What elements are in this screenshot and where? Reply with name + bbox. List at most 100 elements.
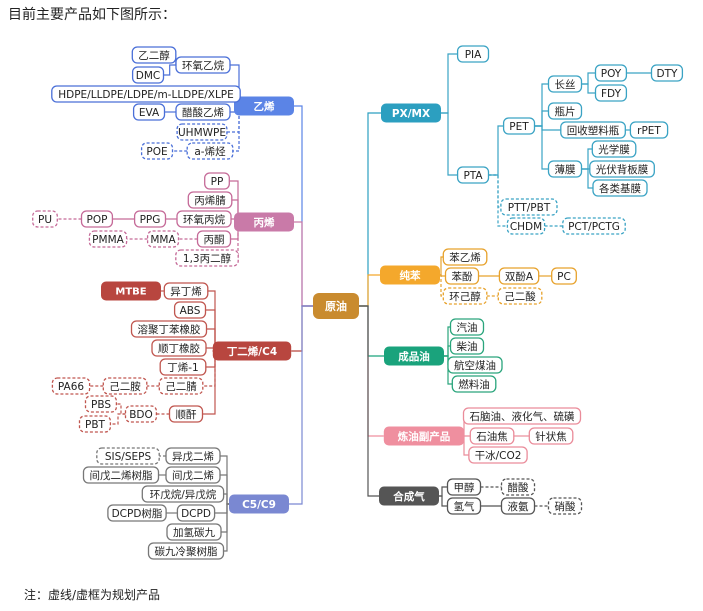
node-x_base: 各类基膜: [592, 179, 648, 197]
node-s_h2: 氢气: [446, 497, 482, 515]
node-propylene: 丙烯: [234, 212, 294, 232]
node-p_pdo: 1,3丙二醇: [175, 249, 239, 267]
node-s_nitric: 硝酸: [547, 497, 583, 515]
node-x_pvback: 光伏背板膜: [589, 160, 655, 178]
label-y_dryice: 干冰/CO2: [475, 449, 522, 462]
label-syngas: 合成气: [392, 490, 425, 503]
link-x_pta-x_chdm: [488, 174, 508, 227]
link-syngas-s_h2: [439, 495, 448, 507]
label-e_eg: 乙二醇: [138, 49, 170, 62]
node-c_isoprene: 异戊二烯: [165, 447, 221, 465]
node-z_pc: PC: [551, 267, 577, 285]
label-z_cyc: 环己醇: [449, 290, 481, 303]
label-x_optical: 光学膜: [598, 143, 630, 156]
label-p_ppg: PPG: [140, 214, 161, 226]
node-b_ada: 己二胺: [102, 377, 148, 395]
label-c5c9: C5/C9: [242, 499, 276, 511]
node-e_olefin: a-烯烃: [186, 142, 234, 160]
label-z_pc: PC: [557, 271, 571, 283]
node-c_dcpdres: DCPD树脂: [107, 504, 167, 522]
label-x_fdy: FDY: [601, 88, 622, 100]
label-y_coke: 石油焦: [476, 430, 508, 443]
node-x_pct: PCT/PCTG: [562, 217, 626, 235]
label-b_pbt: PBT: [85, 419, 106, 431]
label-b_butene: 丁烯-1: [167, 361, 198, 374]
label-butadiene: 丁二烯/C4: [227, 345, 277, 358]
link-byproduct-y_dryice: [463, 435, 469, 456]
label-c_pip: 间戊二烯: [172, 469, 214, 482]
label-x_recycle: 回收塑料瓶: [567, 124, 620, 137]
label-c_pipres: 间戊二烯树脂: [90, 469, 153, 482]
label-e_uhmwpe: UHMWPE: [178, 127, 226, 139]
node-r_gas: 汽油: [449, 318, 485, 336]
link-center-c5c9: [289, 305, 313, 505]
label-x_dty: DTY: [657, 68, 678, 80]
node-x_fiber: 长丝: [547, 75, 583, 93]
node-x_pta: PTA: [456, 166, 490, 184]
link-c5c9-c_cyc: [223, 493, 229, 505]
node-x_recycle: 回收塑料瓶: [560, 121, 626, 139]
label-e_poe: POE: [146, 146, 167, 158]
label-r_jet: 航空煤油: [454, 359, 496, 372]
node-b_mtbe: MTBE: [101, 281, 161, 301]
link-x_pta-x_ptt: [488, 174, 501, 208]
label-p_pp: PP: [211, 176, 224, 188]
node-syngas: 合成气: [379, 486, 439, 506]
label-c_dcpdres: DCPD树脂: [112, 507, 163, 520]
label-x_rpet: rPET: [637, 125, 661, 137]
node-byproduct: 炼油副产品: [383, 426, 465, 446]
link-pxmx-x_pta: [441, 112, 458, 176]
node-y_needle: 针状焦: [528, 427, 574, 445]
label-x_pct: PCT/PCTG: [568, 221, 620, 233]
node-p_pu: PU: [32, 210, 58, 228]
link-x_pet-x_film: [534, 125, 549, 170]
link-benzene-z_cyc: [440, 274, 444, 297]
node-x_poy: POY: [594, 64, 628, 82]
label-y_naphtha: 石脑油、液化气、硫磺: [470, 410, 575, 423]
link-x_film-x_base: [581, 168, 593, 189]
label-b_br: 顺丁橡胶: [158, 342, 200, 355]
label-x_fiber: 长丝: [555, 79, 576, 91]
label-b_abs: ABS: [180, 305, 201, 317]
label-b_ssbr: 溶聚丁苯橡胶: [138, 323, 201, 336]
node-r_jet: 航空煤油: [447, 356, 503, 374]
label-s_h2: 氢气: [454, 500, 475, 513]
node-e_eva: EVA: [132, 103, 166, 121]
label-b_bdo: BDO: [129, 409, 153, 421]
node-p_pp: PP: [204, 172, 230, 190]
node-x_film: 薄膜: [547, 160, 583, 178]
link-c5c9-c_c9res: [223, 503, 229, 552]
label-c_isoprene: 异戊二烯: [172, 450, 214, 463]
node-b_ib: 异丁烯: [163, 282, 209, 300]
node-c_dcpd: DCPD: [176, 504, 216, 522]
node-p_pmma: PMMA: [88, 230, 128, 248]
label-r_gas: 汽油: [457, 321, 478, 334]
label-e_dmc: DMC: [136, 70, 160, 82]
node-x_pia: PIA: [456, 45, 490, 63]
label-c_cyc: 环戊烷/异戊烷: [150, 488, 217, 501]
node-y_naphtha: 石脑油、液化气、硫磺: [462, 407, 582, 425]
label-e_eva: EVA: [139, 107, 160, 119]
label-x_chdm: CHDM: [510, 221, 542, 233]
node-p_pop: POP: [80, 210, 114, 228]
label-b_adn: 己二腈: [165, 380, 197, 393]
link-center-propylene: [294, 221, 313, 307]
link-refined-r_diesel: [444, 345, 451, 357]
label-x_pvback: 光伏背板膜: [596, 163, 649, 176]
label-refined: 成品油: [398, 350, 430, 363]
link-pxmx-x_pia: [441, 53, 458, 114]
label-x_pet: PET: [509, 121, 529, 133]
label-b_pbs: PBS: [91, 399, 111, 411]
node-c_sis: SIS/SEPS: [96, 447, 160, 465]
label-s_nh3: 液氨: [508, 500, 529, 513]
node-b_br: 顺丁橡胶: [151, 339, 207, 357]
node-center: 原油: [313, 293, 359, 319]
link-center-ethylene: [294, 105, 313, 307]
label-z_adipic: 己二酸: [504, 290, 536, 303]
label-p_po: 环氧丙烷: [183, 213, 225, 226]
node-z_adipic: 己二酸: [497, 287, 543, 305]
node-e_eg: 乙二醇: [131, 46, 177, 64]
label-c_dcpd: DCPD: [181, 508, 211, 520]
node-b_pa66: PA66: [51, 377, 91, 395]
node-b_pbt: PBT: [78, 415, 112, 433]
